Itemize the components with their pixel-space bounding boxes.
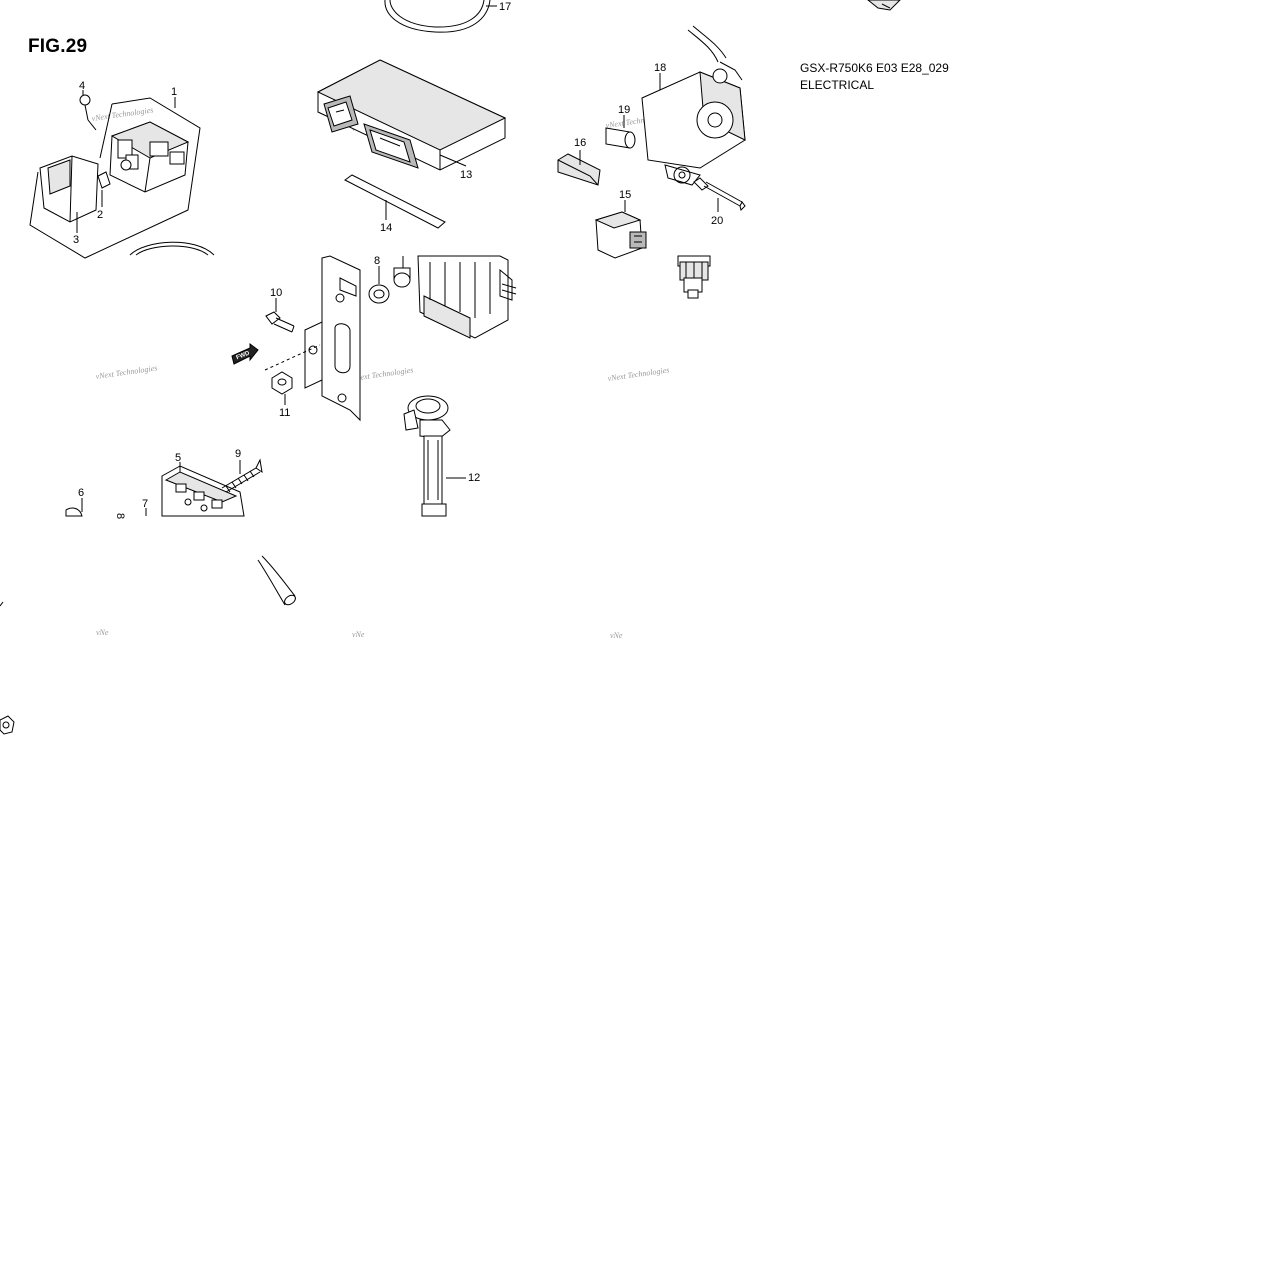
part-8-grommet [368,267,411,304]
part-6-partial [65,507,83,517]
watermark: vNe [96,628,109,637]
partial-sensor [677,255,711,299]
fwd-direction-arrow: FWD [231,343,259,365]
partial-part-top-right [867,0,901,11]
cable-end [257,555,296,606]
part-15-sensor [594,211,647,259]
part-10-bolt [265,311,295,333]
watermark: vNe [352,630,365,639]
watermark: vNext Technologies [607,365,670,383]
callout-5: 5 [175,452,181,464]
callout-10: 10 [270,287,282,299]
regulator-rectifier [417,255,517,339]
part-17-ring [384,0,497,33]
model-code: GSX-R750K6 E03 E28_029 [800,61,949,75]
callout-3: 3 [73,234,79,246]
part-9-spring-bolt [221,458,263,493]
part-14-strip [344,174,446,229]
callout-11: 11 [279,407,290,419]
callout-4: 4 [79,80,85,92]
part-11-nut [264,344,321,395]
callout-18: 18 [654,62,666,74]
part-16-block [557,153,601,186]
part-12-ignition-coil [403,395,451,517]
callout-1: 1 [171,86,177,98]
watermark: vNext Technologies [95,363,158,381]
part-5-fuse-box [161,465,245,517]
callout-15: 15 [619,189,631,201]
watermark: vNe [610,631,623,640]
part-20-bolt [693,177,746,211]
mounting-bracket [304,255,361,422]
callout-17: 17 [499,1,511,13]
figure-title: FIG.29 [28,36,88,57]
part-13-ecm [316,59,507,171]
callout-8: 8 [374,255,380,267]
callout-7: 7 [142,498,148,510]
edge-fragment [0,601,15,735]
section-name: ELECTRICAL [800,78,875,92]
callout-2: 2 [97,209,103,221]
callout-8-partial: 8 [114,513,126,519]
callout-14: 14 [380,222,392,234]
callout-19: 19 [618,104,630,116]
fwd-label: FWD [236,350,252,361]
part-18-sensor-assembly [641,25,746,186]
callout-16: 16 [574,137,586,149]
part-1-relay-assembly [29,94,201,259]
watermarks: vNext Technologies vNext Technologies vN… [91,105,670,640]
partial-ring [129,241,215,256]
callout-13: 13 [460,169,472,181]
figure-meta: GSX-R750K6 E03 E28_029 ELECTRICAL [800,60,949,94]
callout-6: 6 [78,487,84,499]
part-19-collar [605,127,636,149]
watermark: vNext Technologies [91,105,154,123]
callout-20: 20 [711,215,723,227]
callout-9: 9 [235,448,241,460]
callout-12: 12 [468,472,480,484]
